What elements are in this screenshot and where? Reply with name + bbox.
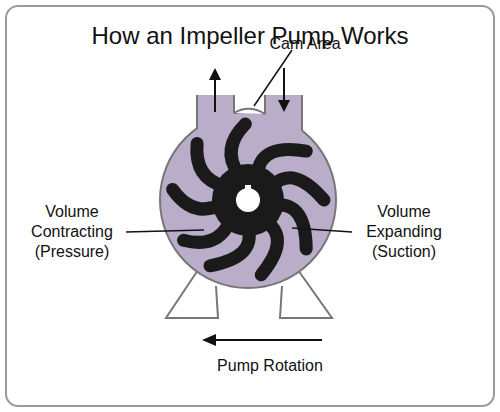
rotation-label: Pump Rotation: [160, 356, 380, 376]
cam-label: Cam Area: [250, 34, 360, 54]
frame-border: [6, 6, 494, 406]
diagram-title: How an Impeller Pump Works: [20, 22, 480, 50]
arrowhead: [278, 100, 290, 112]
inlet-port: [265, 95, 302, 137]
arrowhead: [209, 68, 221, 80]
shaft-bore: [236, 188, 260, 212]
impeller-vanes: [173, 124, 324, 275]
leader-line: [254, 50, 292, 106]
impeller-hub: [212, 164, 284, 236]
pressure-label: Volume Contracting (Pressure): [20, 202, 124, 262]
rotation-arrow: [212, 339, 322, 341]
pump-casing: [160, 112, 336, 288]
suction-label: Volume Expanding (Suction): [352, 202, 456, 262]
cam-notch: [234, 109, 265, 114]
arrowhead: [202, 334, 216, 346]
leader-line: [292, 228, 352, 232]
leader-line: [126, 230, 204, 232]
keyway: [245, 185, 251, 190]
